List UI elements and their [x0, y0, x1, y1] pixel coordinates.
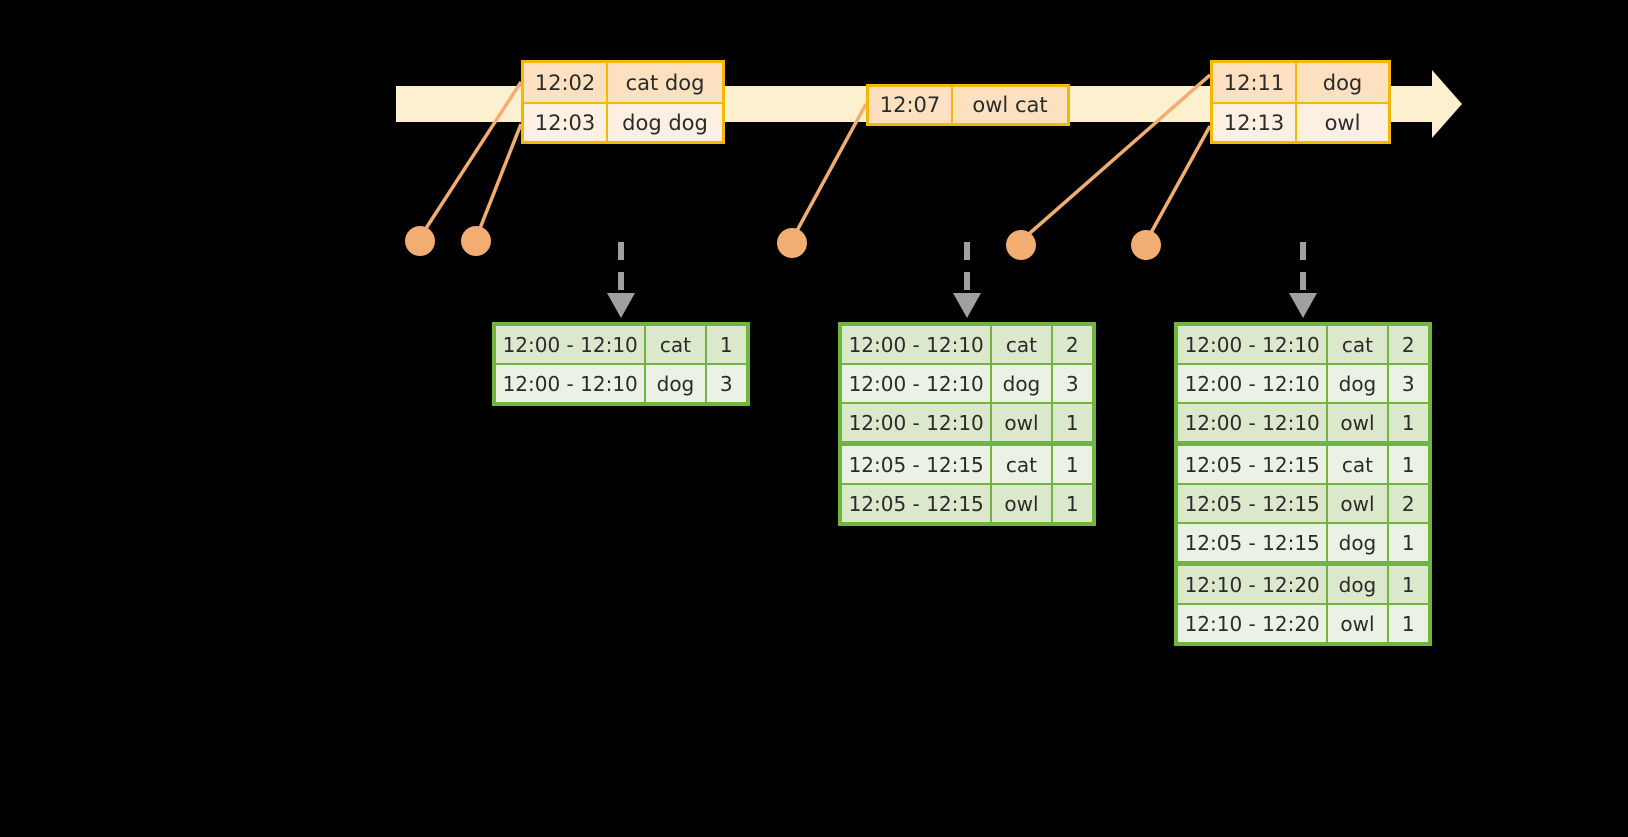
- connector-line-3: [791, 103, 868, 239]
- table-row: 12:00 - 12:10 dog 3: [496, 365, 746, 402]
- table-row: 12:00 - 12:10 dog 3: [842, 365, 1092, 402]
- cell-word: dog: [992, 365, 1051, 402]
- cell-count: 3: [1052, 365, 1092, 402]
- cell-word: owl: [1328, 605, 1387, 642]
- connector-dot-2: [461, 226, 491, 256]
- cell-count: 1: [1388, 404, 1428, 441]
- cell-window: 12:00 - 12:10: [1178, 404, 1327, 441]
- connector-dots: [405, 226, 1161, 260]
- cell-count: 3: [706, 365, 746, 402]
- cell-word: cat: [1328, 446, 1387, 483]
- event-time: 12:13: [1213, 104, 1297, 141]
- event-box-2[interactable]: 12:07 owl cat: [866, 84, 1070, 126]
- result-table-3[interactable]: 12:00 - 12:10 cat 2 12:00 - 12:10 dog 3 …: [1174, 322, 1432, 646]
- event-row: 12:11 dog: [1213, 63, 1388, 102]
- event-row: 12:02 cat dog: [524, 63, 722, 102]
- emit-arrowhead-3: [1289, 293, 1317, 318]
- emit-arrowhead-2: [953, 293, 981, 318]
- cell-count: 2: [1052, 326, 1092, 363]
- cell-word: cat: [646, 326, 705, 363]
- cell-count: 1: [1388, 566, 1428, 603]
- cell-word: owl: [1328, 485, 1387, 522]
- table-row: 12:00 - 12:10 owl 1: [842, 404, 1092, 441]
- cell-word: cat: [992, 326, 1051, 363]
- table-row: 12:10 - 12:20 owl 1: [1178, 605, 1428, 642]
- cell-window: 12:05 - 12:15: [1178, 485, 1327, 522]
- cell-count: 1: [1052, 485, 1092, 522]
- event-words: dog dog: [622, 110, 708, 135]
- cell-count: 3: [1388, 365, 1428, 402]
- cell-word: dog: [1328, 365, 1387, 402]
- event-words: owl: [1324, 110, 1361, 135]
- cell-window: 12:05 - 12:15: [1178, 446, 1327, 483]
- cell-window: 12:10 - 12:20: [1178, 605, 1327, 642]
- cell-word: dog: [1328, 566, 1387, 603]
- result-table-1[interactable]: 12:00 - 12:10 cat 1 12:00 - 12:10 dog 3: [492, 322, 750, 406]
- connector-line-2: [475, 123, 523, 237]
- cell-window: 12:05 - 12:15: [842, 485, 991, 522]
- cell-window: 12:00 - 12:10: [1178, 326, 1327, 363]
- event-words: owl cat: [972, 93, 1048, 117]
- timeline-arrowhead: [1412, 68, 1462, 140]
- cell-word: dog: [1328, 524, 1387, 561]
- cell-word: cat: [992, 446, 1051, 483]
- event-time: 12:02: [524, 63, 608, 102]
- table-row: 12:05 - 12:15 dog 1: [1178, 524, 1428, 561]
- cell-word: owl: [992, 485, 1051, 522]
- event-words: cat dog: [625, 70, 705, 95]
- connector-dot-1: [405, 226, 435, 256]
- cell-window: 12:05 - 12:15: [1178, 524, 1327, 561]
- table-row: 12:00 - 12:10 cat 2: [1178, 326, 1428, 363]
- cell-word: cat: [1328, 326, 1387, 363]
- cell-window: 12:05 - 12:15: [842, 446, 991, 483]
- cell-window: 12:00 - 12:10: [496, 326, 645, 363]
- emit-arrowheads: [607, 293, 1317, 318]
- event-box-1[interactable]: 12:02 cat dog 12:03 dog dog: [521, 60, 725, 144]
- table-row: 12:00 - 12:10 dog 3: [1178, 365, 1428, 402]
- cell-window: 12:00 - 12:10: [842, 326, 991, 363]
- emit-arrows: [618, 242, 1306, 296]
- event-time: 12:11: [1213, 63, 1297, 102]
- cell-count: 1: [1052, 404, 1092, 441]
- cell-window: 12:00 - 12:10: [842, 404, 991, 441]
- cell-window: 12:00 - 12:10: [842, 365, 991, 402]
- cell-window: 12:00 - 12:10: [1178, 365, 1327, 402]
- cell-count: 2: [1388, 326, 1428, 363]
- connector-dot-4: [1006, 230, 1036, 260]
- cell-count: 1: [706, 326, 746, 363]
- table-row: 12:00 - 12:10 cat 1: [496, 326, 746, 363]
- event-words: dog: [1322, 70, 1363, 95]
- event-time: 12:07: [869, 87, 953, 123]
- cell-window: 12:10 - 12:20: [1178, 566, 1327, 603]
- table-row: 12:05 - 12:15 cat 1: [842, 446, 1092, 483]
- event-box-3[interactable]: 12:11 dog 12:13 owl: [1210, 60, 1391, 144]
- connector-line-5: [1145, 125, 1212, 241]
- cell-count: 1: [1052, 446, 1092, 483]
- connector-dot-5: [1131, 230, 1161, 260]
- cell-count: 2: [1388, 485, 1428, 522]
- table-row: 12:05 - 12:15 cat 1: [1178, 446, 1428, 483]
- cell-count: 1: [1388, 446, 1428, 483]
- connector-dot-3: [777, 228, 807, 258]
- cell-count: 1: [1388, 605, 1428, 642]
- event-row: 12:07 owl cat: [869, 87, 1067, 123]
- emit-arrowhead-1: [607, 293, 635, 318]
- table-row: 12:00 - 12:10 owl 1: [1178, 404, 1428, 441]
- result-table-2[interactable]: 12:00 - 12:10 cat 2 12:00 - 12:10 dog 3 …: [838, 322, 1096, 526]
- event-time: 12:03: [524, 104, 608, 141]
- cell-count: 1: [1388, 524, 1428, 561]
- cell-word: dog: [646, 365, 705, 402]
- event-row: 12:03 dog dog: [524, 102, 722, 141]
- table-row: 12:10 - 12:20 dog 1: [1178, 566, 1428, 603]
- connector-line-1: [419, 81, 523, 237]
- cell-word: owl: [992, 404, 1051, 441]
- table-row: 12:00 - 12:10 cat 2: [842, 326, 1092, 363]
- cell-word: owl: [1328, 404, 1387, 441]
- cell-window: 12:00 - 12:10: [496, 365, 645, 402]
- table-row: 12:05 - 12:15 owl 2: [1178, 485, 1428, 522]
- event-row: 12:13 owl: [1213, 102, 1388, 141]
- table-row: 12:05 - 12:15 owl 1: [842, 485, 1092, 522]
